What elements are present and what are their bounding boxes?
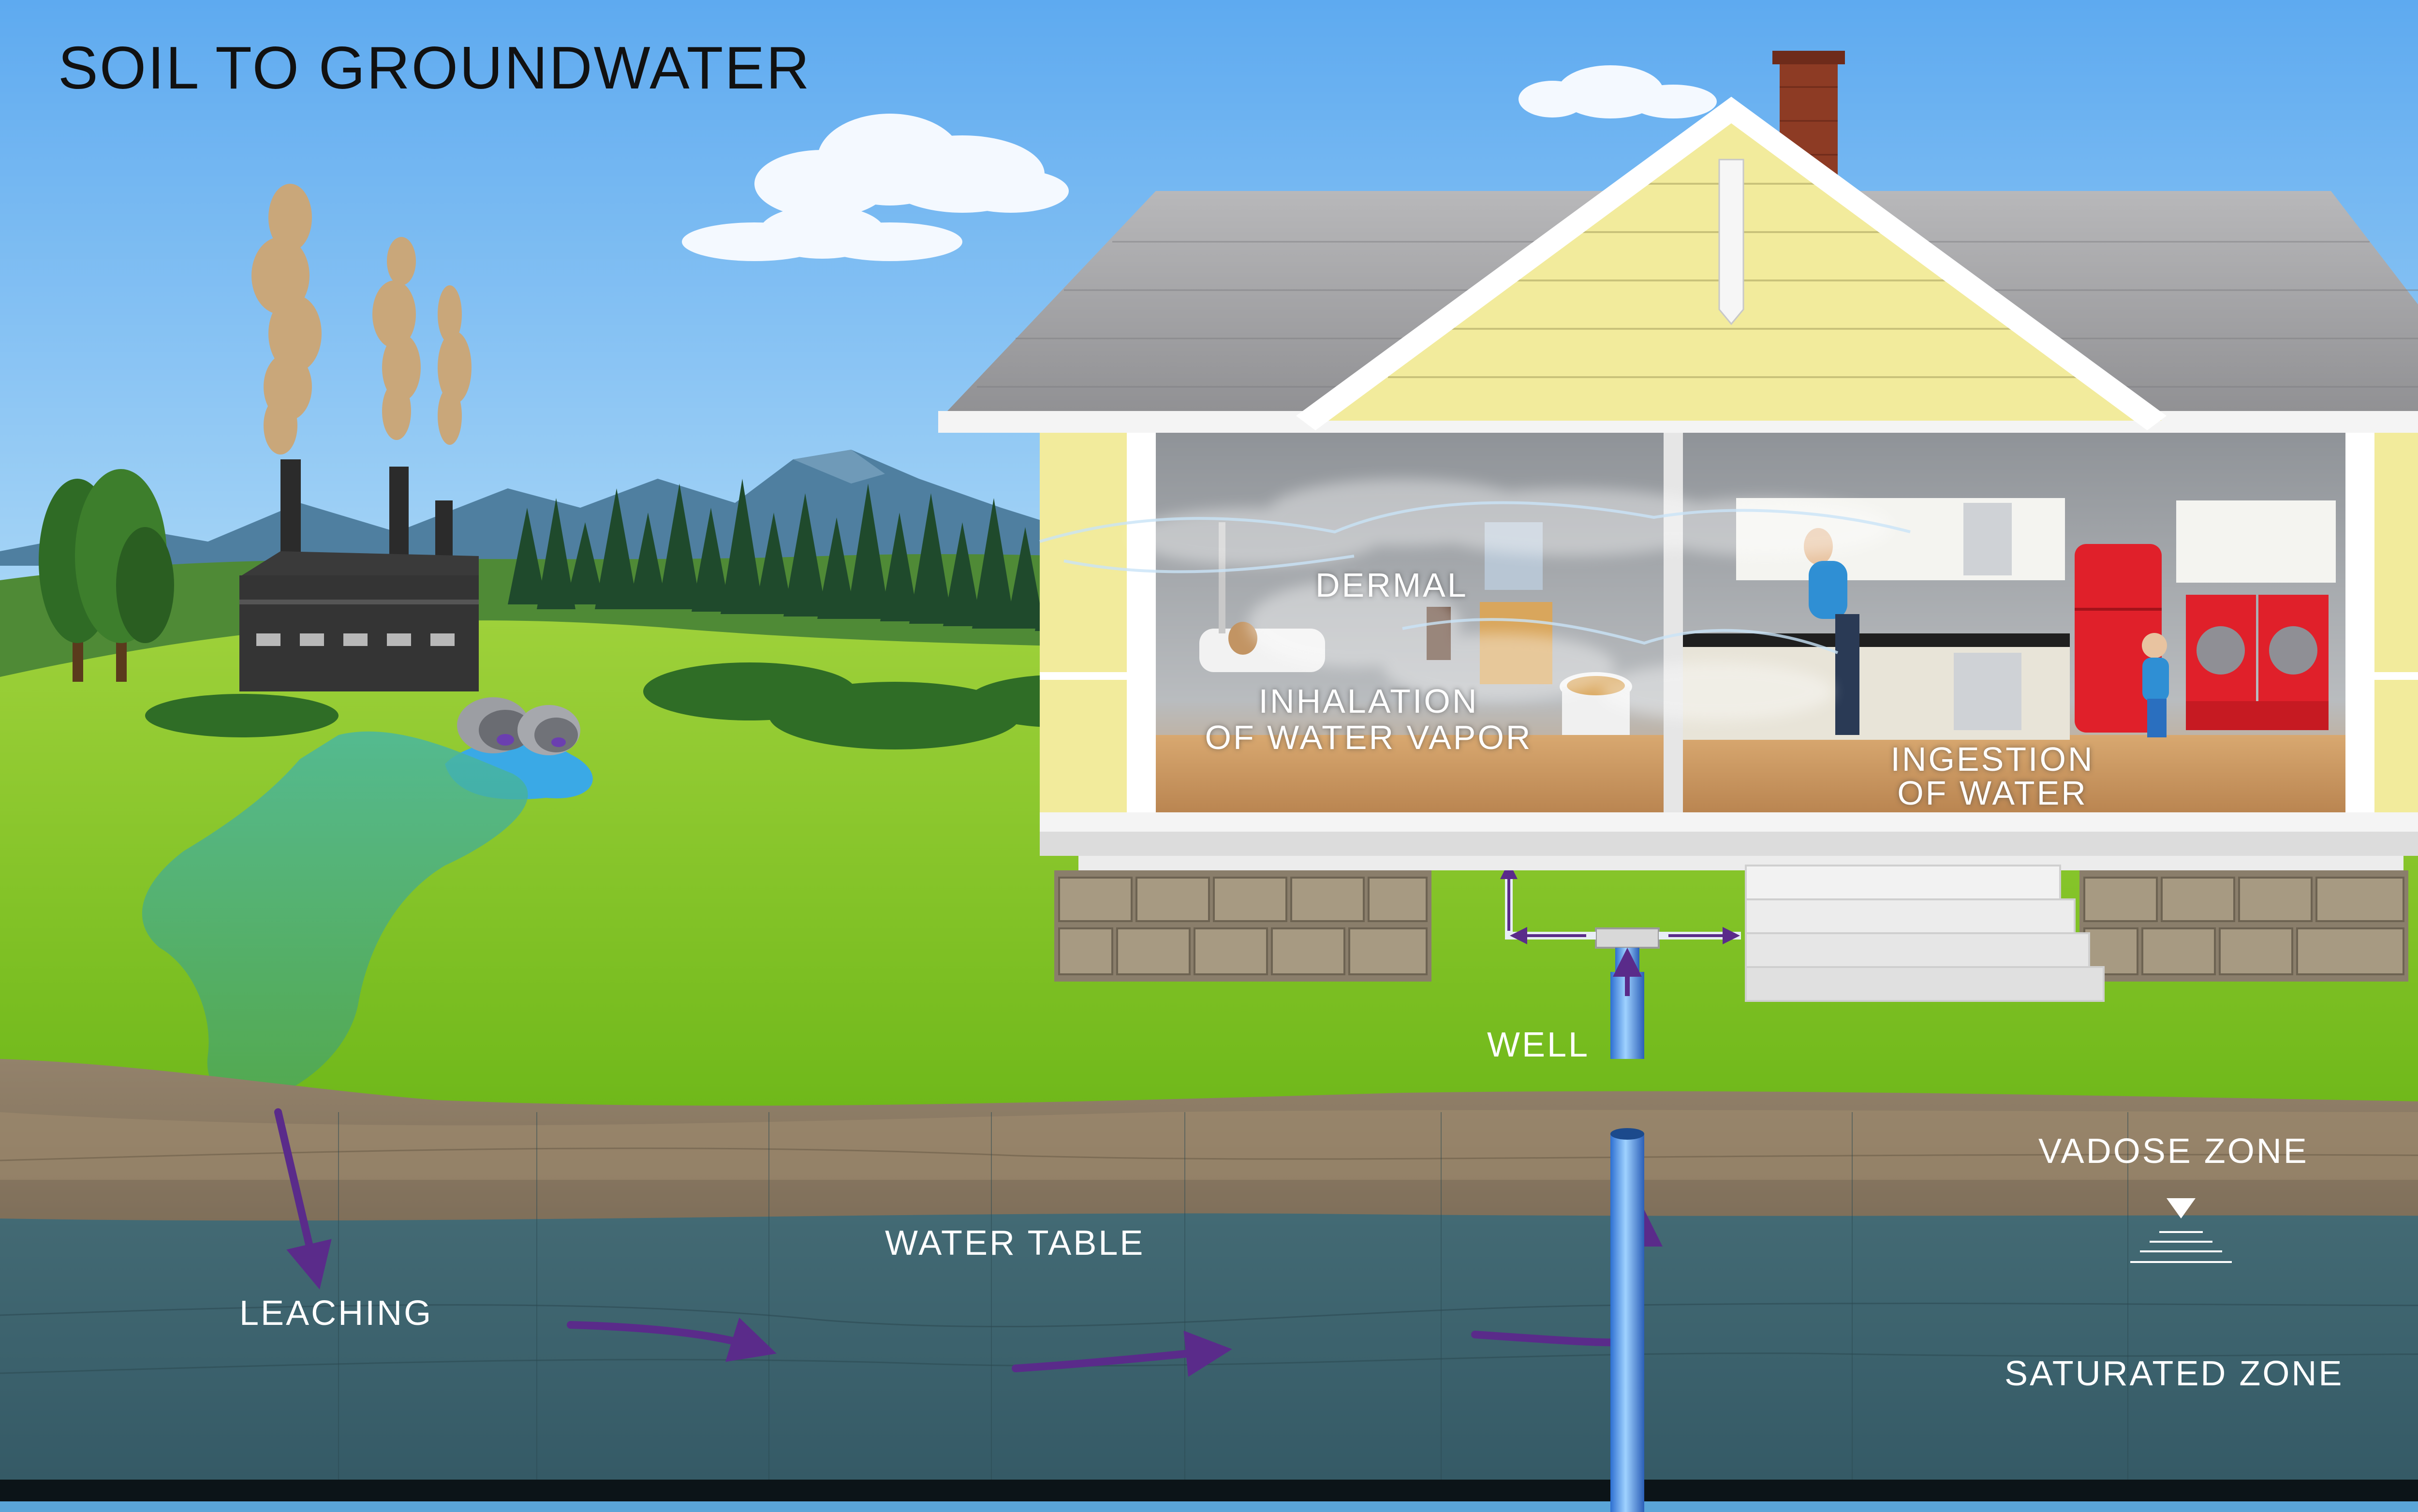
water-table-symbol xyxy=(2130,1198,2232,1263)
refrigerator xyxy=(2075,544,2162,733)
porch-steps xyxy=(1745,865,2105,1002)
kitchen xyxy=(1683,498,2336,740)
label-inhalation-line2: OF WATER VAPOR xyxy=(1205,719,1533,756)
cloud-left xyxy=(682,114,1069,261)
stone-foundation xyxy=(1054,870,2408,982)
label-water-table: WATER TABLE xyxy=(885,1224,1145,1262)
mountain-highlight xyxy=(793,450,885,484)
leaching-arrow xyxy=(274,1108,332,1290)
label-ingestion-line1: INGESTION xyxy=(1890,740,2094,778)
label-well: WELL xyxy=(1487,1026,1590,1064)
porch-column-left xyxy=(1127,433,1156,815)
water-vapor-cloud xyxy=(1132,479,1891,720)
strata-verticals xyxy=(338,1112,2128,1480)
deciduous-trees xyxy=(39,469,174,682)
oven xyxy=(1954,653,2021,730)
child-pants xyxy=(2147,699,2167,737)
label-saturated-zone: SATURATED ZONE xyxy=(2005,1354,2344,1393)
flow-arrow-1 xyxy=(567,1317,777,1362)
adult-shirt xyxy=(1809,561,1847,619)
label-vadose-zone: VADOSE ZONE xyxy=(2038,1132,2309,1171)
clouds xyxy=(682,65,1717,261)
plumbing-flow-arrows xyxy=(1500,862,1740,944)
gable-bracket xyxy=(1718,159,1744,325)
smoke-plumes xyxy=(251,184,472,455)
strata-lines xyxy=(0,1147,2418,1374)
well-casing-lower xyxy=(1610,1134,1644,1512)
saturated-zone xyxy=(0,1213,2418,1480)
conifer-treeline xyxy=(508,479,1107,633)
house-floor xyxy=(1151,735,2350,815)
adult-pants xyxy=(1835,614,1859,735)
porch-column-right xyxy=(2345,433,2374,815)
water-vapor-highlights xyxy=(1039,501,1911,654)
label-ingestion-line2: OF WATER xyxy=(1897,774,2088,812)
range-hood xyxy=(1963,503,2012,575)
cloud-right xyxy=(1519,65,1717,118)
interior-wall xyxy=(1664,433,1683,815)
spilled-barrels xyxy=(445,697,593,800)
label-dermal: DERMAL xyxy=(1315,566,1468,604)
porch-deck xyxy=(1040,812,2418,832)
child-shirt xyxy=(2142,658,2169,701)
smokestack-1 xyxy=(280,459,301,566)
soil-band xyxy=(0,1110,2418,1180)
house xyxy=(938,51,2418,1002)
diagram-title: SOIL TO GROUNDWATER xyxy=(58,35,811,102)
smokestack-2 xyxy=(389,467,409,563)
label-inhalation-line1: INHALATION xyxy=(1258,682,1479,720)
contaminant-plume xyxy=(142,731,528,1102)
label-leaching: LEACHING xyxy=(239,1294,433,1333)
well xyxy=(1595,927,1660,1512)
flow-arrow-2 xyxy=(1012,1331,1232,1377)
child-head xyxy=(2142,633,2167,658)
factory xyxy=(239,459,479,691)
bottom-aquifer-band xyxy=(0,1501,2418,1512)
